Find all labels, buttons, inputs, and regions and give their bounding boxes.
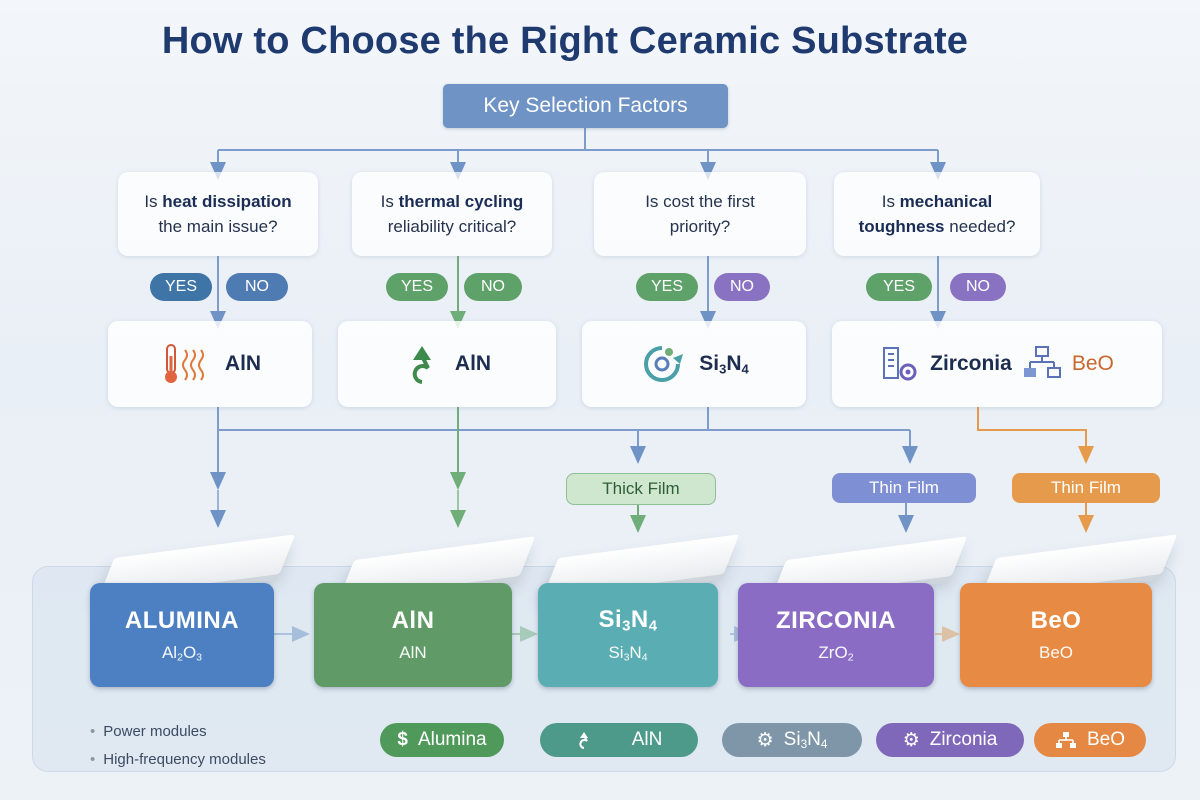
- process-gear-icon: [883, 347, 917, 381]
- material-formula: ZrO2: [818, 642, 854, 664]
- application-list: Power modules High-frequency modules: [90, 718, 266, 774]
- material-formula: Al2O3: [161, 642, 203, 664]
- question-text: priority?: [669, 217, 731, 236]
- list-item: Power modules: [90, 718, 266, 746]
- yes-pill: YES: [866, 273, 932, 301]
- result-aln-heat: AlN: [108, 321, 312, 407]
- no-pill: NO: [226, 273, 288, 301]
- question-mechanical-toughness: Is mechanical toughness needed?: [834, 172, 1040, 256]
- no-pill: NO: [950, 273, 1006, 301]
- question-keyword: mechanical: [899, 192, 993, 211]
- question-keyword: thermal cycling: [398, 192, 524, 211]
- chip-label: AlN: [631, 729, 663, 750]
- material-name: ZIRCONIA: [776, 606, 896, 634]
- question-text: Is: [144, 192, 163, 211]
- question-heat-dissipation: Is heat dissipation the main issue?: [118, 172, 318, 256]
- key-selection-factors-box: Key Selection Factors: [443, 84, 728, 128]
- gear-icon: ⚙: [756, 729, 774, 751]
- result-label: Zirconia: [930, 352, 1012, 375]
- question-text: reliability critical?: [387, 217, 517, 236]
- result-aln-cycling: AlN: [338, 321, 556, 407]
- thin-film-label: Thin Film: [832, 473, 976, 503]
- question-cost-priority: Is cost the first priority?: [594, 172, 806, 256]
- chip-label: BeO: [1086, 729, 1126, 750]
- recycle-gear-icon: [644, 346, 684, 382]
- yes-pill: YES: [636, 273, 698, 301]
- material-formula: BeO: [1038, 643, 1074, 662]
- hierarchy-icon: [1023, 346, 1061, 378]
- gear-icon: ⚙: [902, 729, 920, 751]
- no-pill: NO: [464, 273, 522, 301]
- question-keyword: toughness: [858, 217, 945, 236]
- material-formula: AlN: [399, 643, 427, 662]
- material-name: ALUMINA: [124, 606, 240, 634]
- legend-chip-aln: AlN: [540, 723, 698, 757]
- cycle-arrow-icon: [579, 732, 588, 749]
- result-label: AlN: [224, 352, 262, 375]
- no-pill: NO: [714, 273, 770, 301]
- dollar-icon: $: [397, 729, 408, 750]
- list-item: High-frequency modules: [90, 746, 266, 774]
- chip-label: Zirconia: [929, 729, 998, 750]
- result-si3n4-cost: Si3N4: [582, 321, 806, 407]
- result-label: Si3N4: [699, 351, 749, 377]
- legend-chip-alumina: $ Alumina: [380, 723, 504, 757]
- material-card-si3n4: Si3N4 Si3N4: [538, 583, 718, 687]
- material-card-zirconia: ZIRCONIA ZrO2: [738, 583, 934, 687]
- question-text: Is: [380, 192, 399, 211]
- material-card-aln: AlN AlN: [314, 583, 512, 687]
- legend-chip-si3n4: ⚙ Si3N4: [722, 723, 862, 757]
- question-keyword: heat dissipation: [162, 192, 292, 211]
- material-name: Si3N4: [598, 606, 658, 636]
- question-text: Is: [881, 192, 900, 211]
- yes-pill: YES: [150, 273, 212, 301]
- material-formula: Si3N4: [608, 643, 648, 664]
- material-name: BeO: [1030, 607, 1082, 634]
- page-title: How to Choose the Right Ceramic Substrat…: [161, 20, 969, 62]
- material-card-beo: BeO BeO: [960, 583, 1152, 687]
- result-label: BeO: [1071, 352, 1114, 375]
- hierarchy-icon: [1055, 732, 1076, 748]
- question-text: needed?: [944, 217, 1016, 236]
- question-thermal-cycling: Is thermal cycling reliability critical?: [352, 172, 552, 256]
- thick-film-label: Thick Film: [566, 473, 716, 505]
- material-card-alumina: ALUMINA Al2O3: [90, 583, 274, 687]
- material-name: AlN: [391, 607, 435, 634]
- thermometer-heat-icon: [164, 344, 204, 383]
- chip-label: Si3N4: [783, 729, 828, 751]
- result-label: AlN: [454, 352, 492, 375]
- question-text: the main issue?: [158, 217, 278, 236]
- result-zirconia-beo: Zirconia BeO: [832, 321, 1162, 407]
- cycle-arrow-icon: [412, 346, 431, 384]
- yes-pill: YES: [386, 273, 448, 301]
- chip-label: Alumina: [417, 729, 487, 750]
- thin-film-label: Thin Film: [1012, 473, 1160, 503]
- legend-chip-zirconia: ⚙ Zirconia: [876, 723, 1024, 757]
- question-text: Is cost the first: [645, 192, 755, 211]
- legend-chip-beo: BeO: [1034, 723, 1146, 757]
